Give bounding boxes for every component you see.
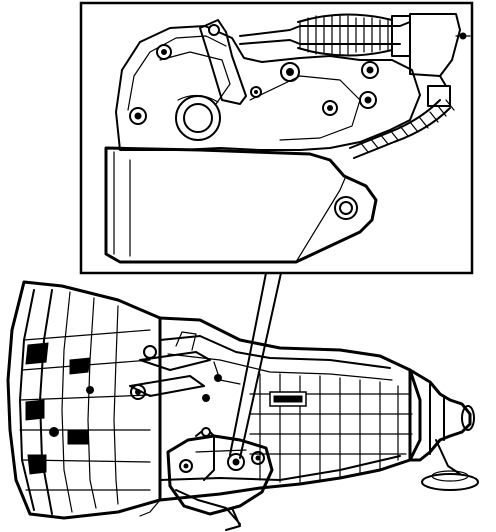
leader-line-right bbox=[239, 272, 282, 459]
shift-mechanism-location bbox=[139, 427, 274, 531]
bolt bbox=[250, 86, 262, 98]
leader-line-left bbox=[229, 272, 267, 456]
cable-boot bbox=[297, 13, 393, 57]
housing-outline bbox=[115, 25, 421, 151]
cable-fitting bbox=[427, 85, 451, 107]
inset-detail bbox=[79, 1, 474, 459]
rear-mount bbox=[421, 473, 479, 491]
cable-end-pin bbox=[459, 32, 467, 40]
cable-bracket bbox=[409, 13, 461, 77]
bolt bbox=[322, 100, 338, 116]
lower-cable bbox=[349, 75, 455, 159]
bolt bbox=[280, 62, 300, 82]
bolt bbox=[129, 107, 147, 125]
bolt bbox=[156, 44, 172, 60]
housing-bolts bbox=[129, 44, 379, 125]
transmission-assembly bbox=[6, 280, 479, 531]
selector-boss bbox=[175, 94, 221, 141]
bell-housing bbox=[6, 280, 162, 520]
bracket-mount-hole bbox=[334, 196, 358, 220]
bracket-fold-3 bbox=[295, 175, 347, 263]
shift-cable bbox=[239, 13, 471, 77]
housing-rib-2 bbox=[159, 51, 231, 105]
shift-lever bbox=[199, 19, 247, 105]
bolt bbox=[359, 91, 377, 109]
gearbox-case bbox=[129, 316, 422, 502]
lever-pivot-hole bbox=[208, 24, 220, 36]
mounting-bracket bbox=[104, 146, 378, 264]
output-flange bbox=[461, 405, 475, 431]
bolt bbox=[361, 61, 379, 79]
extension-housing bbox=[408, 368, 479, 491]
